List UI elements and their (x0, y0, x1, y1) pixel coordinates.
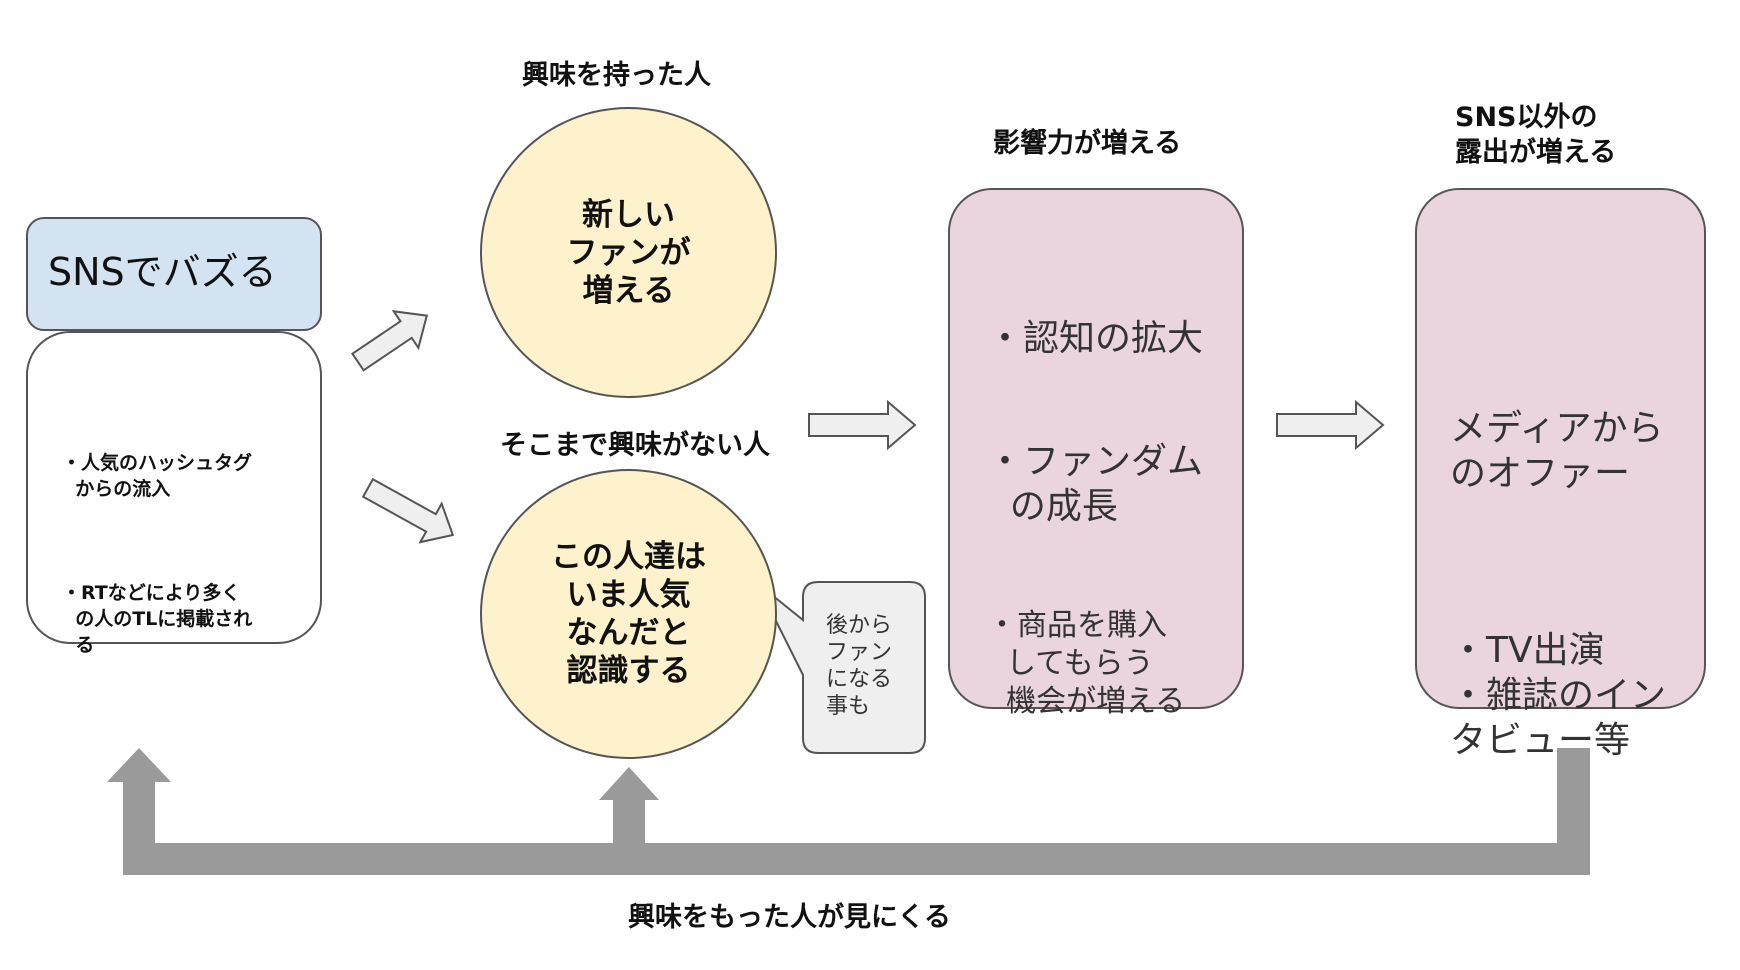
not-interested-label: そこまで興味がない人 (500, 430, 770, 461)
feedback-left-arrowhead (107, 748, 171, 782)
arrow-to-interested (351, 310, 429, 372)
feedback-bottom-bar (123, 843, 1590, 875)
feedback-left-stem (123, 782, 155, 854)
feedback-loop (107, 748, 1590, 875)
influence-item-purchase: ・商品を購入 してもらう 機会が増える (987, 608, 1186, 719)
feedback-middle-stem (613, 800, 645, 850)
interested-label: 興味を持った人 (522, 60, 711, 91)
influence-label: 影響力が増える (993, 128, 1182, 159)
influence-item-fandom: ・ファンダム の成長 (987, 441, 1204, 527)
influence-box (948, 188, 1244, 709)
callout-bubble (756, 581, 926, 754)
exposure-item-media-offer: メディアから のオファー (1450, 408, 1664, 494)
sns-buzz-items: ・人気のハッシュタグ からの流入 ・RTなどにより多く の人のTLに掲載され る (62, 398, 312, 684)
arrow-to-not-interested (361, 477, 455, 544)
recognize-popular-text: この人達は いま人気 なんだと 認識する (551, 539, 706, 689)
recognize-popular-circle: この人達は いま人気 なんだと 認識する (480, 469, 777, 759)
sns-buzz-title: SNSでバズる (48, 250, 277, 294)
arrow-to-exposure (1276, 399, 1385, 451)
sns-buzz-body (26, 331, 322, 644)
sns-buzz-item-hashtag: ・人気のハッシュタグ からの流入 (62, 452, 253, 500)
feedback-label: 興味をもった人が見にくる (628, 902, 951, 933)
exposure-box (1415, 188, 1706, 709)
exposure-label: SNS以外の 露出が増える (1455, 102, 1617, 168)
influence-items: ・認知の拡大 ・ファンダム の成長 ・商品を購入 してもらう 機会が増える (987, 278, 1237, 740)
feedback-middle-arrowhead (599, 767, 659, 800)
exposure-item-tv-magazine: ・TV出演 ・雑誌のイン タビュー等 (1450, 630, 1667, 761)
arrow-to-influence (808, 399, 917, 451)
influence-item-awareness: ・認知の拡大 (987, 318, 1204, 359)
exposure-items: メディアから のオファー ・TV出演 ・雑誌のイン タビュー等 (1450, 316, 1700, 808)
new-fans-text: 新しい ファンが 増える (566, 196, 691, 309)
sns-buzz-header (26, 217, 322, 331)
sns-buzz-item-rt: ・RTなどにより多く の人のTLに掲載され る (62, 582, 253, 656)
new-fans-circle: 新しい ファンが 増える (480, 107, 777, 398)
callout-text: 後から ファン になる 事も (826, 613, 893, 719)
